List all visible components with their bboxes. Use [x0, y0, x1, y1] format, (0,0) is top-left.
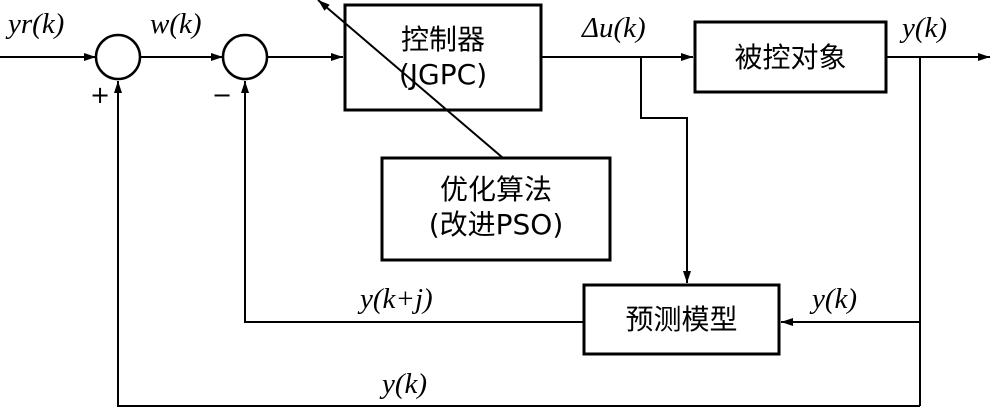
label-y-output: y(k): [902, 12, 948, 44]
controller-title: 控制器: [400, 23, 485, 56]
control-to-model-line: [640, 57, 691, 283]
sign-plus: +: [90, 81, 111, 109]
controller-label: 控制器 (JGPC): [345, 22, 541, 92]
label-y-feedback: y(k): [382, 368, 428, 400]
summing-junction-2: [221, 33, 269, 81]
optimizer-tuning-arrow: [317, 0, 504, 159]
optimizer-label: 优化算法 (改进PSO): [382, 172, 610, 242]
plant-label: 被控对象: [734, 41, 847, 74]
label-yr: yr(k): [8, 8, 65, 40]
output-feedback-line: [114, 81, 920, 407]
label-du: Δu(k): [582, 12, 646, 44]
optimizer-block: [380, 156, 612, 262]
label-y-model-in: y(k): [812, 283, 858, 315]
summing-junction-1: [94, 33, 142, 81]
sign-minus: −: [212, 81, 233, 109]
optimizer-subtitle: (改进PSO): [428, 208, 564, 241]
model-block: [582, 283, 781, 356]
controller-subtitle: (JGPC): [398, 58, 488, 91]
model-label: 预测模型: [625, 303, 738, 336]
label-y-kj: y(k+j): [360, 283, 433, 315]
optimizer-title: 优化算法: [439, 173, 552, 206]
label-w: w(k): [150, 8, 202, 40]
prediction-feedback-line: [241, 81, 584, 323]
